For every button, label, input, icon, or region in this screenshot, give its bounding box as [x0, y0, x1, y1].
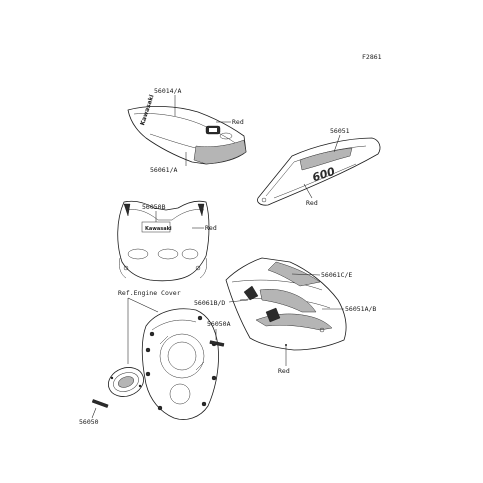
- upper-fairing-decal: Kawasaki: [117, 200, 210, 282]
- label-56061a: 56061/A: [150, 166, 177, 174]
- label-red-tank: Red: [232, 118, 244, 126]
- label-56050a: 56050A: [207, 320, 231, 328]
- label-56051: 56051: [330, 127, 350, 135]
- diagram-code: F2861: [362, 53, 382, 61]
- label-red-lower: Red: [278, 367, 290, 375]
- decal-strip-56050a: [209, 340, 225, 347]
- label-red-side: Red: [306, 199, 318, 207]
- clutch-cover-part: [108, 367, 144, 397]
- label-56050: 56050: [79, 418, 99, 426]
- label-56051ab: 56051A/B: [345, 305, 376, 313]
- label-56050b: 56050B: [142, 203, 166, 211]
- fuel-tank-decal: Kawasaki: [127, 94, 247, 165]
- side-cover-decal: 600: [257, 137, 381, 206]
- fairing-brand-text: Kawasaki: [145, 226, 172, 232]
- label-56061bd: 56061B/D: [194, 299, 225, 307]
- label-56014a: 56014/A: [154, 87, 181, 95]
- label-red-fairing: Red: [205, 224, 217, 232]
- label-56061ce: 56061C/E: [321, 271, 352, 279]
- label-ref-engine-cover: Ref.Engine Cover: [118, 289, 181, 297]
- decal-strip-56050: [91, 399, 109, 408]
